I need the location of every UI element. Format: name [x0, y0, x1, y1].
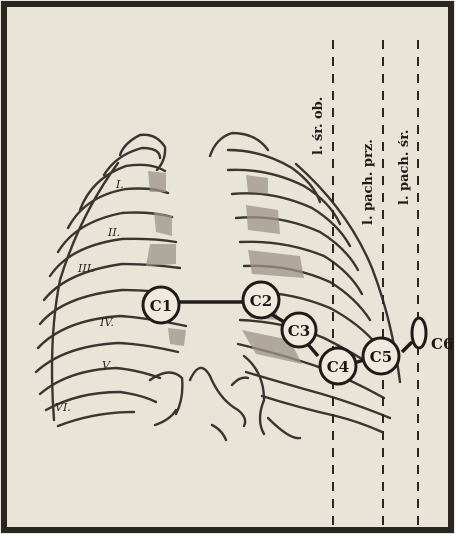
shade-left-2 — [246, 205, 280, 234]
rib-right-6-lower — [58, 412, 134, 426]
electrode-c3-label: C3 — [288, 322, 310, 340]
rib-label-2: II. — [107, 226, 120, 239]
costal-arch-left — [244, 356, 264, 434]
rib-label-5: V. — [102, 359, 112, 372]
shade-right-3 — [146, 244, 176, 266]
costal-arch-right — [150, 372, 182, 414]
wire-c5-c6 — [402, 342, 412, 352]
right-lower-arch — [155, 410, 176, 425]
shade-right-5 — [168, 328, 186, 346]
rib-label-3: III. — [77, 262, 95, 275]
left-lower-arch — [268, 418, 300, 438]
electrode-c4: C4 — [320, 348, 356, 384]
rib-label-4: IV. — [99, 316, 114, 329]
costal-mark — [232, 378, 248, 385]
rib-left-6 — [262, 396, 382, 432]
rib-label-6: VI. — [55, 401, 71, 414]
electrode-c2-label: C2 — [250, 292, 272, 310]
electrode-c5-label: C5 — [370, 348, 392, 366]
electrode-c1-label: C1 — [150, 297, 172, 315]
label-mid-axillary: l. pach. śr. — [397, 130, 412, 205]
xiphoid-process — [190, 368, 245, 426]
shade-left-3 — [248, 250, 304, 278]
electrode-c6: C6 — [412, 318, 453, 353]
shade-right-2 — [154, 212, 172, 236]
shade-left-1 — [246, 175, 268, 194]
electrode-c4-label: C4 — [327, 358, 349, 376]
electrode-c1: C1 — [143, 287, 179, 323]
rib-right-5-lower — [40, 368, 160, 394]
sternum-area — [150, 356, 300, 440]
shade-right-1 — [148, 171, 166, 192]
electrode-c3: C3 — [282, 313, 316, 347]
label-left-sternal: l. śr. ob. — [311, 97, 326, 155]
electrode-c2: C2 — [243, 282, 279, 318]
sternum-tip — [212, 425, 226, 440]
rib-label-1: I. — [115, 178, 124, 191]
rib-left-1-top — [210, 133, 268, 156]
electrode-c5: C5 — [363, 338, 399, 374]
electrode-c6-label: C6 — [431, 335, 453, 353]
label-anterior-axillary: l. pach. prz. — [361, 139, 376, 225]
